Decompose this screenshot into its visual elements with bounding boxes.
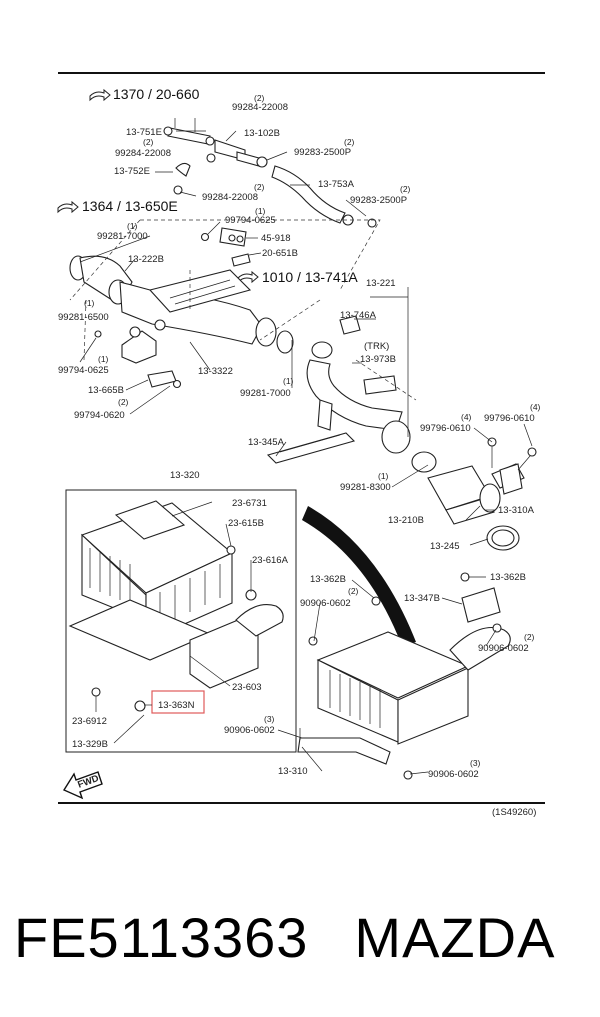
qty: (2) <box>524 632 535 642</box>
part-label[interactable]: 23-615B <box>228 518 264 529</box>
part-label[interactable]: 99281-6500 <box>58 312 109 323</box>
part-label[interactable]: 13-753A <box>318 179 355 190</box>
part-label-highlighted[interactable]: 13-363N <box>158 700 195 711</box>
part-label[interactable]: 23-6912 <box>72 716 107 727</box>
part-label[interactable]: 99284-22008 <box>115 148 171 159</box>
qty: (3) <box>470 758 481 768</box>
part-number: FE5113363 <box>14 906 309 969</box>
part-label[interactable]: 99283-2500P <box>294 147 351 158</box>
part-label[interactable]: 13-245 <box>430 541 460 552</box>
air-cleaner-frame <box>65 489 297 753</box>
part-label[interactable]: 99283-2500P <box>350 195 407 206</box>
qty: (1) <box>283 376 294 386</box>
part-label[interactable]: 13-210B <box>388 515 424 526</box>
ref-1364[interactable]: 1364 / 13-650E <box>57 198 178 214</box>
reference-arrow-icon <box>89 88 111 102</box>
part-label[interactable]: 13-362B <box>310 574 346 585</box>
qty: (2) <box>118 397 129 407</box>
trk-label: (TRK) <box>364 341 389 352</box>
upper-hoses <box>163 126 377 267</box>
part-label[interactable]: 23-616A <box>252 555 289 566</box>
qty: (2) <box>400 184 411 194</box>
parts-diagram: 1370 / 20-660 1364 / 13-650E 1010 / 13-7… <box>57 72 545 818</box>
part-label[interactable]: 13-102B <box>244 128 280 139</box>
qty: (2) <box>344 137 355 147</box>
guide-lines <box>69 219 417 401</box>
fwd-indicator: FWD <box>62 771 103 800</box>
qty: (1) <box>127 221 138 231</box>
part-label[interactable]: 99281-8300 <box>340 482 391 493</box>
part-label[interactable]: 13-320 <box>170 470 200 481</box>
part-label[interactable]: 99796-0610 <box>420 423 471 434</box>
leader-lines <box>79 118 533 775</box>
part-label[interactable]: 13-310A <box>498 505 535 516</box>
qty: (1) <box>98 354 109 364</box>
part-label[interactable]: 13-973B <box>360 354 396 365</box>
qty: (2) <box>143 137 154 147</box>
part-label[interactable]: 13-3322 <box>198 366 233 377</box>
qty: (4) <box>461 412 472 422</box>
part-label[interactable]: 13-746A <box>340 310 377 321</box>
ref-label: 1370 / 20-660 <box>113 86 200 102</box>
part-label[interactable]: 13-665B <box>88 385 124 396</box>
ref-label: 1364 / 13-650E <box>82 198 178 214</box>
resonator-elbow <box>306 315 437 473</box>
part-label[interactable]: 13-221 <box>366 278 396 289</box>
part-label[interactable]: 13-222B <box>128 254 164 265</box>
part-label[interactable]: 45-918 <box>261 233 291 244</box>
part-labels: (2) 99284-22008 13-751E 13-102B (2) 9928… <box>58 93 541 818</box>
qty: (3) <box>264 714 275 724</box>
reference-arrow-icon <box>57 200 79 214</box>
qty: (2) <box>254 182 265 192</box>
diagram-ref-code: (1S49260) <box>492 807 536 818</box>
qty: (2) <box>254 93 265 103</box>
brand-name: MAZDA <box>354 906 556 969</box>
part-label[interactable]: 99794-0625 <box>225 215 276 226</box>
part-label[interactable]: 99794-0620 <box>74 410 125 421</box>
part-label[interactable]: 13-752E <box>114 166 150 177</box>
qty: (2) <box>348 586 359 596</box>
part-label[interactable]: 90906-0602 <box>224 725 275 736</box>
part-label[interactable]: 90906-0602 <box>478 643 529 654</box>
part-label[interactable]: 90906-0602 <box>428 769 479 780</box>
part-label[interactable]: 13-345A <box>248 437 285 448</box>
part-label[interactable]: 99284-22008 <box>202 192 258 203</box>
air-cleaner-lower <box>297 572 511 780</box>
qty: (4) <box>530 402 541 412</box>
part-label[interactable]: 99796-0610 <box>484 413 535 424</box>
part-label[interactable]: 99284-22008 <box>232 102 288 113</box>
part-label[interactable]: 23-603 <box>232 682 262 693</box>
part-label[interactable]: 20-651B <box>262 248 298 259</box>
part-label[interactable]: 99281-7000 <box>97 231 148 242</box>
intake-duct <box>69 255 294 389</box>
part-label[interactable]: 99794-0625 <box>58 365 109 376</box>
ref-1010[interactable]: 1010 / 13-741A <box>237 269 358 285</box>
part-label[interactable]: 23-6731 <box>232 498 267 509</box>
ref-label: 1010 / 13-741A <box>262 269 358 285</box>
highlight-box <box>151 690 205 714</box>
part-label[interactable]: 13-347B <box>404 593 440 604</box>
part-label[interactable]: 13-310 <box>278 766 308 777</box>
direction-arrow <box>302 506 416 646</box>
reference-arrow-icon <box>237 270 259 284</box>
part-label[interactable]: 13-329B <box>72 739 108 750</box>
part-label[interactable]: 90906-0602 <box>300 598 351 609</box>
part-caption: FE5113363 MAZDA <box>14 898 594 978</box>
air-flow-meter <box>427 437 537 551</box>
air-cleaner-assembly <box>68 500 284 712</box>
qty: (1) <box>84 298 95 308</box>
part-label[interactable]: 99281-7000 <box>240 388 291 399</box>
part-label[interactable]: 13-751E <box>126 127 162 138</box>
part-label[interactable]: 13-362B <box>490 572 526 583</box>
qty: (1) <box>378 471 389 481</box>
qty: (1) <box>255 206 266 216</box>
ref-1370[interactable]: 1370 / 20-660 <box>89 86 200 102</box>
